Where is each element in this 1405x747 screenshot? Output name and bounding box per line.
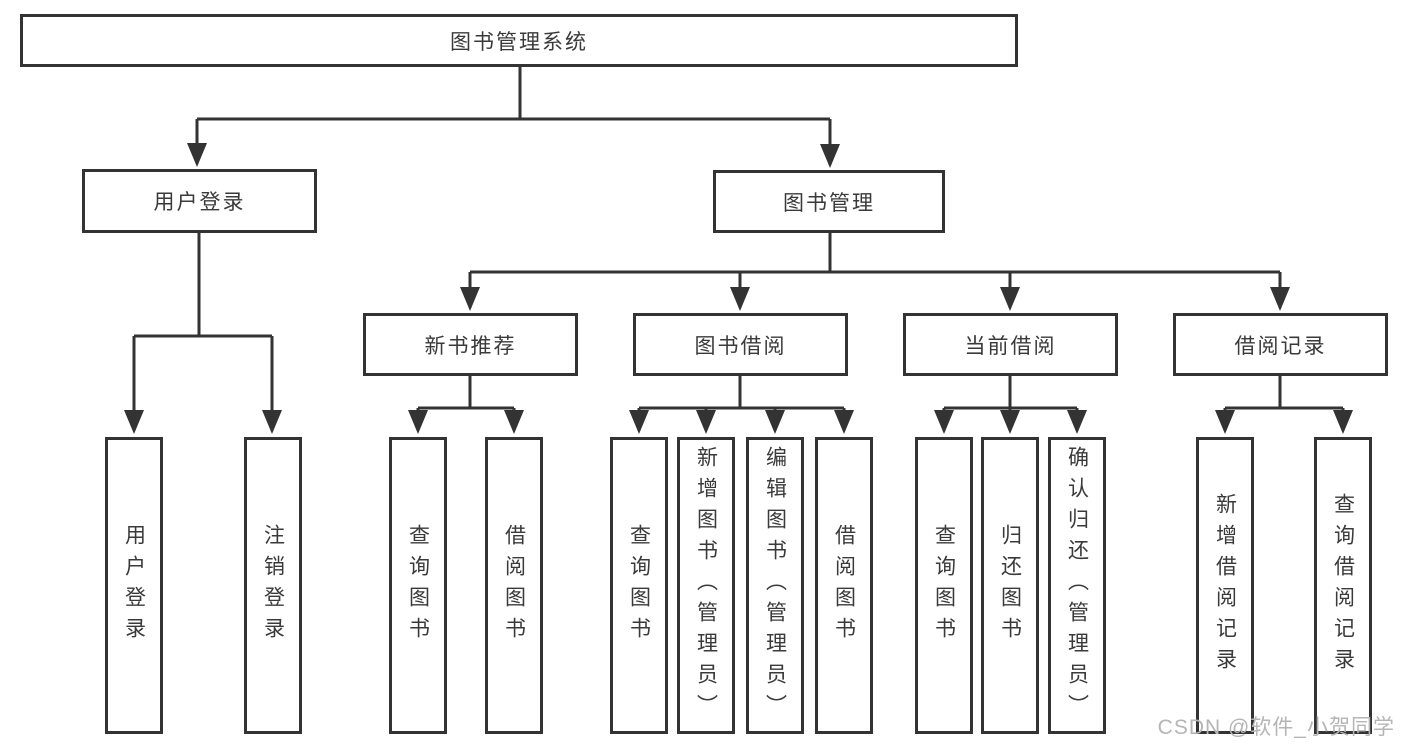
edge-root-stem xyxy=(197,67,830,121)
leaf-bb-edit-book-label: 编辑图书（管理员） xyxy=(763,446,787,725)
edge-user-login-stem xyxy=(134,233,272,338)
leaf-br-add-record: 新增借阅记录 xyxy=(1196,437,1254,734)
leaf-br-query-record-label: 查询借阅记录 xyxy=(1331,492,1355,679)
node-new-book-rec-label: 新书推荐 xyxy=(424,334,517,358)
leaf-logout-label: 注销登录 xyxy=(261,523,285,648)
edge-arrows xyxy=(124,119,1353,434)
leaf-bb-edit-book: 编辑图书（管理员） xyxy=(746,437,804,734)
edge-current-borrow-stem xyxy=(944,376,1077,410)
leaf-logout: 注销登录 xyxy=(244,437,302,734)
leaf-cb-query-book: 查询图书 xyxy=(915,437,973,734)
leaf-bb-add-book: 新增图书（管理员） xyxy=(677,437,735,734)
node-book-borrow: 图书借阅 xyxy=(633,313,848,376)
node-root: 图书管理系统 xyxy=(20,14,1018,67)
leaf-cb-return-book: 归还图书 xyxy=(981,437,1039,734)
leaf-bb-query-book: 查询图书 xyxy=(610,437,668,734)
leaf-cb-query-book-label: 查询图书 xyxy=(932,523,956,648)
node-current-borrow: 当前借阅 xyxy=(903,313,1118,376)
leaf-bb-query-book-label: 查询图书 xyxy=(627,523,651,648)
edge-book-borrow-stem xyxy=(639,376,844,410)
leaf-cb-return-book-label: 归还图书 xyxy=(998,523,1022,648)
leaf-rec-borrow-book: 借阅图书 xyxy=(485,437,543,734)
node-new-book-rec: 新书推荐 xyxy=(363,313,578,376)
leaf-br-query-record: 查询借阅记录 xyxy=(1314,437,1372,734)
leaf-br-add-record-label: 新增借阅记录 xyxy=(1213,492,1237,679)
edge-new-book-rec-stem xyxy=(418,376,514,410)
leaf-user-login-label: 用户登录 xyxy=(122,523,146,648)
leaf-bb-add-book-label: 新增图书（管理员） xyxy=(694,446,718,725)
node-root-label: 图书管理系统 xyxy=(450,30,588,54)
node-borrow-records-label: 借阅记录 xyxy=(1234,334,1327,358)
leaf-cb-confirm-return-label: 确认归还（管理员） xyxy=(1065,446,1089,725)
leaf-rec-query-book: 查询图书 xyxy=(389,437,447,734)
node-user-login: 用户登录 xyxy=(82,169,317,233)
node-book-mgmt: 图书管理 xyxy=(713,170,945,233)
csdn-watermark: CSDN @软件_小贺同学 xyxy=(1157,716,1395,739)
edge-borrow-records-stem xyxy=(1225,376,1343,410)
node-user-login-label: 用户登录 xyxy=(153,191,246,214)
node-current-borrow-label: 当前借阅 xyxy=(964,334,1057,358)
leaf-rec-query-book-label: 查询图书 xyxy=(406,523,430,648)
leaf-bb-borrow-book-label: 借阅图书 xyxy=(832,523,856,648)
leaf-user-login: 用户登录 xyxy=(105,437,163,734)
leaf-bb-borrow-book: 借阅图书 xyxy=(815,437,873,734)
edge-book-mgmt-stem xyxy=(470,233,1280,274)
leaf-cb-confirm-return: 确认归还（管理员） xyxy=(1048,437,1106,734)
node-borrow-records: 借阅记录 xyxy=(1173,313,1388,376)
node-book-borrow-label: 图书借阅 xyxy=(694,334,787,358)
node-book-mgmt-label: 图书管理 xyxy=(783,191,875,215)
leaf-rec-borrow-book-label: 借阅图书 xyxy=(502,523,526,648)
